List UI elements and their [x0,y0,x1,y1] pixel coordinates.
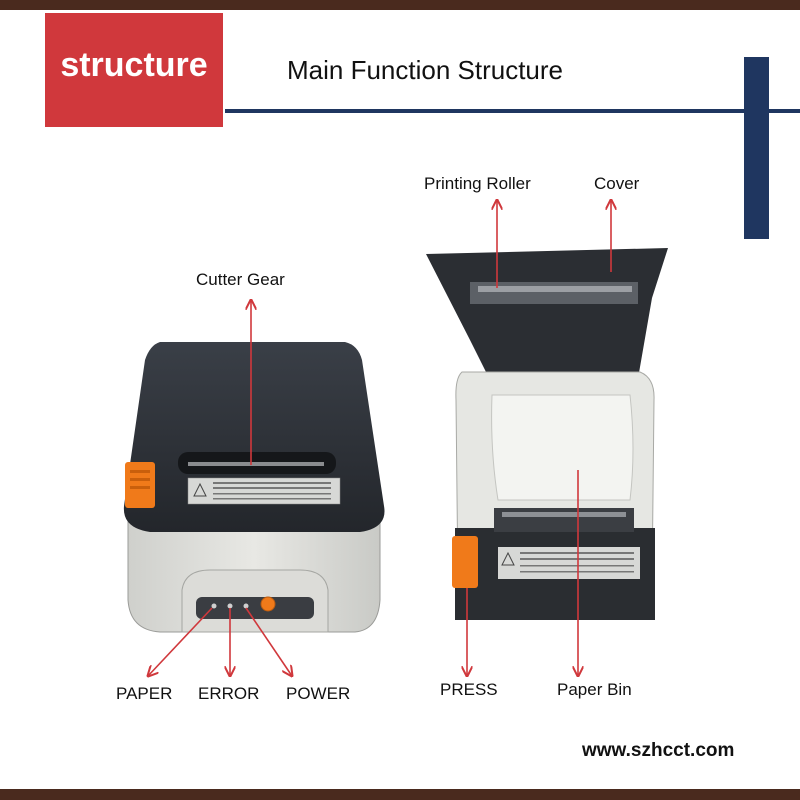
bottom-border-bar [0,789,800,800]
structure-badge: structure [45,13,223,127]
paper-compartment [491,394,634,501]
paper-led [211,603,217,609]
website-url: www.szhcct.com [582,740,735,761]
platen-mechanism [494,508,634,532]
title-underline [225,109,800,113]
paper-bin-label: Paper Bin [557,680,632,699]
power-led [243,603,249,609]
bin-warning-triangle-icon [501,551,515,566]
printing-roller-label: Printing Roller [424,174,531,193]
cutter-blade [188,462,324,466]
power-label: POWER [286,684,351,703]
structure-badge-text: structure [60,45,208,84]
press-button [452,536,478,588]
printing-roller-bar [470,282,638,304]
error-label: ERROR [198,684,260,703]
power-button [260,596,276,612]
press-label: PRESS [440,680,498,699]
title-accent-bar [744,57,769,239]
open-printer [426,248,668,620]
cover-open-button [125,462,155,508]
closed-printer [123,342,385,633]
top-border-bar [0,0,800,10]
bin-warning-sticker [498,547,640,579]
warning-sticker [187,477,341,505]
indicator-panel [196,597,314,619]
paper-label: PAPER [116,684,173,703]
error-led [227,603,233,609]
cover-label: Cover [594,174,640,193]
power-arrow [245,607,292,676]
page-title: Main Function Structure [287,55,564,85]
paper-arrow [148,607,213,676]
warning-triangle-icon [193,482,207,497]
cutter-gear-label: Cutter Gear [196,270,285,289]
